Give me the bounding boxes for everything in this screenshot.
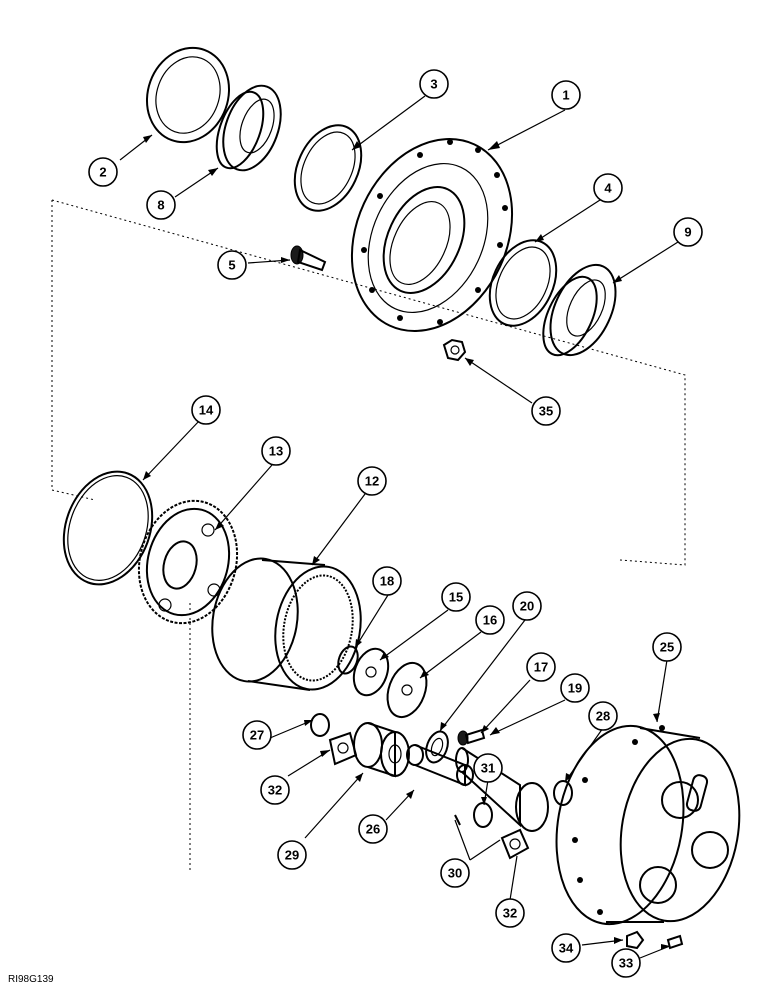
planet-pin-part <box>406 744 474 787</box>
callout-1: 1 <box>551 80 581 110</box>
callout-label: 34 <box>559 941 574 956</box>
thrust-washer-part <box>352 647 390 697</box>
callout-label: 19 <box>568 681 582 696</box>
callout-label: 32 <box>503 906 517 921</box>
assembly-guide-lines <box>51 199 686 870</box>
callout-26: 26 <box>358 814 388 844</box>
callout-label: 4 <box>604 181 612 196</box>
callout-34: 34 <box>551 933 581 963</box>
leader-arrowheads <box>143 135 670 950</box>
callout-label: 35 <box>539 404 553 419</box>
cover-bolt-part <box>666 934 684 950</box>
callout-35: 35 <box>531 396 561 426</box>
callout-25: 25 <box>652 632 682 662</box>
callout-13: 13 <box>261 436 291 466</box>
callout-14: 14 <box>191 395 221 425</box>
wheel-stud-part <box>290 245 327 272</box>
inner-bearing-cup-part <box>488 239 558 327</box>
callout-label: 20 <box>520 599 534 614</box>
callout-label: 16 <box>483 613 497 628</box>
callout-label: 5 <box>228 258 235 273</box>
sun-gear-shaft-part <box>455 747 549 832</box>
callout-32-lower: 32 <box>495 898 525 928</box>
callout-label: 33 <box>619 956 633 971</box>
pin-retaining-ring-part <box>473 802 493 828</box>
callout-17: 17 <box>526 652 556 682</box>
callout-33: 33 <box>611 948 641 978</box>
upper-thrust-washer-part <box>328 731 358 766</box>
callout-27: 27 <box>242 720 272 750</box>
hub-nut-part <box>442 338 467 362</box>
plug-part <box>553 780 573 806</box>
planet-gear-part <box>353 722 410 778</box>
washer-part <box>425 730 449 764</box>
callout-29: 29 <box>277 840 307 870</box>
callout-label: 2 <box>99 165 106 180</box>
callout-label: 15 <box>449 590 463 605</box>
seal-part <box>145 46 231 144</box>
callout-label: 3 <box>430 77 437 92</box>
callout-5: 5 <box>217 250 247 280</box>
callout-18: 18 <box>372 566 402 596</box>
callout-label: 17 <box>534 660 548 675</box>
callout-label: 31 <box>481 761 495 776</box>
callout-8: 8 <box>146 190 176 220</box>
callout-9: 9 <box>673 217 703 247</box>
snap-ring-part <box>62 470 154 586</box>
callout-3: 3 <box>419 69 449 99</box>
callout-20: 20 <box>512 591 542 621</box>
callout-12: 12 <box>357 466 387 496</box>
lower-thrust-washer-part <box>500 828 530 860</box>
callout-label: 18 <box>380 574 394 589</box>
planetary-housing-part <box>555 724 741 926</box>
callout-label: 8 <box>157 198 164 213</box>
drain-plug-part <box>626 930 645 950</box>
bearing-cone-part <box>215 84 282 172</box>
callout-32: 32 <box>260 775 290 805</box>
callout-4: 4 <box>593 173 623 203</box>
callout-label: 1 <box>562 88 569 103</box>
callout-label: 29 <box>285 848 299 863</box>
callout-label: 30 <box>448 866 462 881</box>
callout-16: 16 <box>475 605 505 635</box>
inner-bearing-cone-part <box>542 263 617 357</box>
ring-gear-part <box>211 557 362 691</box>
callout-31: 31 <box>473 753 503 783</box>
retaining-ring-part <box>310 713 330 737</box>
roll-pin-part <box>454 814 461 826</box>
callout-label: 13 <box>269 444 283 459</box>
figure-reference-code: RI98G139 <box>8 974 54 985</box>
planet-carrier-part <box>137 499 239 625</box>
callout-label: 25 <box>660 640 674 655</box>
callout-30: 30 <box>440 858 470 888</box>
bearing-cup-part <box>293 124 363 212</box>
wheel-hub-part <box>350 137 514 333</box>
callout-label: 28 <box>596 709 610 724</box>
callout-28: 28 <box>588 701 618 731</box>
callout-label: 27 <box>250 728 264 743</box>
callout-2: 2 <box>88 157 118 187</box>
callout-19: 19 <box>560 673 590 703</box>
callout-label: 9 <box>684 225 691 240</box>
leader-lines <box>119 95 679 959</box>
callout-15: 15 <box>441 582 471 612</box>
bolt-part <box>457 728 486 746</box>
callout-label: 12 <box>365 474 379 489</box>
callout-label: 26 <box>366 822 380 837</box>
spacer-plate-part <box>386 661 428 719</box>
callout-label: 14 <box>199 403 214 418</box>
callout-label: 32 <box>268 783 282 798</box>
